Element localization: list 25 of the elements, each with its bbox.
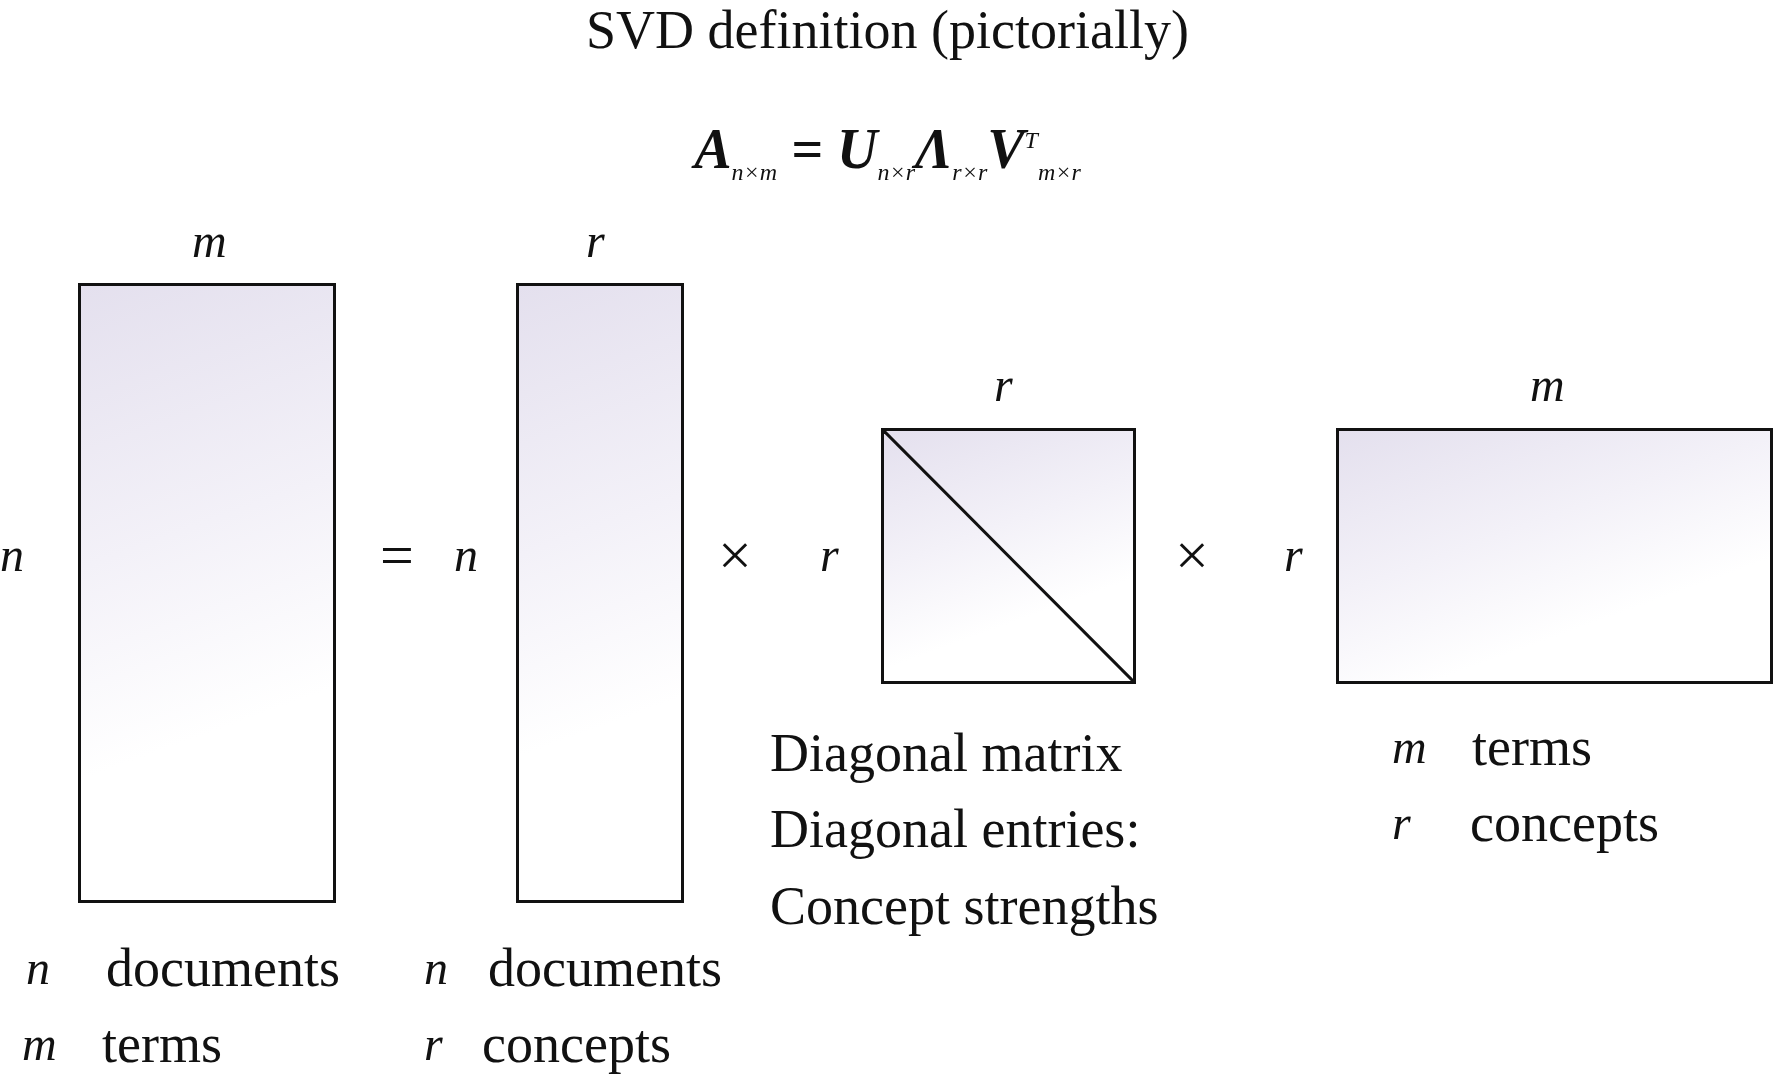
description-text: terms	[1472, 720, 1592, 774]
dimension-letter: r	[994, 361, 1013, 409]
dimension-letter: r	[820, 531, 839, 579]
description-text: documents	[488, 941, 722, 995]
dimension-letter: n	[454, 531, 478, 579]
dimension-letter: m	[192, 217, 227, 265]
dimension-letter: m	[1392, 723, 1427, 771]
dimension-letter: m	[22, 1020, 57, 1068]
operator-sign: ×	[718, 525, 752, 585]
matrix-box	[1336, 428, 1773, 684]
operator-sign: ×	[1175, 525, 1209, 585]
dimension-letter: n	[424, 944, 448, 992]
dimension-letter: r	[424, 1020, 443, 1068]
matrix-box	[516, 283, 684, 903]
dimension-letter: r	[1284, 531, 1303, 579]
dimension-letter: r	[1392, 799, 1411, 847]
description-text: documents	[106, 941, 340, 995]
dimension-letter: n	[26, 944, 50, 992]
dimension-letter: n	[0, 531, 24, 579]
title: SVD definition (pictorially)	[585, 0, 1190, 60]
dimension-letter: m	[1530, 361, 1565, 409]
matrix-box	[78, 283, 336, 903]
dimension-letter: r	[586, 217, 605, 265]
description-text: terms	[102, 1017, 222, 1071]
operator-sign: =	[380, 525, 414, 585]
